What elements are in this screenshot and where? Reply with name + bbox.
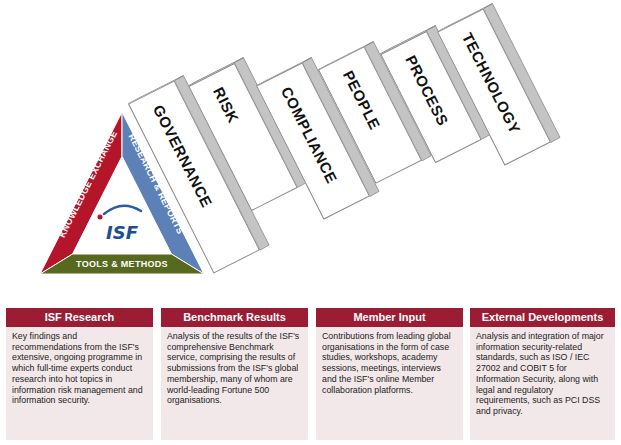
source-box: Member InputContributions from leading g… [316,308,463,440]
logo-text: ISF [106,222,138,243]
box-heading: ISF Research [6,308,153,327]
box-body: Analysis of the results of the ISF's com… [161,327,308,410]
source-box: External DevelopmentsAnalysis and integr… [470,308,615,440]
source-box: Benchmark ResultsAnalysis of the results… [161,308,308,440]
inner-face [73,156,172,254]
logo-swirl [104,206,141,214]
framework-band: TOOLS & METHODS [52,254,192,274]
tools-side [40,254,204,274]
box-heading: Benchmark Results [161,308,308,327]
band-label: TOOLS & METHODS [76,259,168,269]
box-body: Key findings and recommendations from th… [6,327,153,410]
box-body: Contributions from leading global organi… [316,327,463,399]
box-heading: Member Input [316,308,463,327]
pillar-label: PROCESS [396,39,452,128]
box-body: Analysis and integration of major inform… [470,327,615,421]
pillar-label: PEOPLE [334,55,384,132]
source-box: ISF ResearchKey findings and recommendat… [6,308,153,440]
logo-dot [98,215,103,220]
box-heading: External Developments [470,308,615,327]
pillar-label: RISK [204,71,243,125]
